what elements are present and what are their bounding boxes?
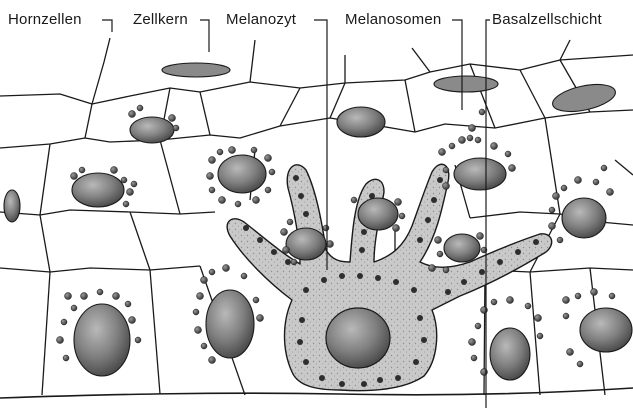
label-hornzellen: Hornzellen <box>8 11 82 28</box>
label-melanozyt: Melanozyt <box>226 11 296 28</box>
label-basalzellschicht: Basalzellschicht <box>492 11 602 28</box>
label-row: Hornzellen Zellkern Melanozyt Melanosome… <box>0 0 633 40</box>
label-zellkern: Zellkern <box>133 11 188 28</box>
label-melanosomen: Melanosomen <box>345 11 441 28</box>
